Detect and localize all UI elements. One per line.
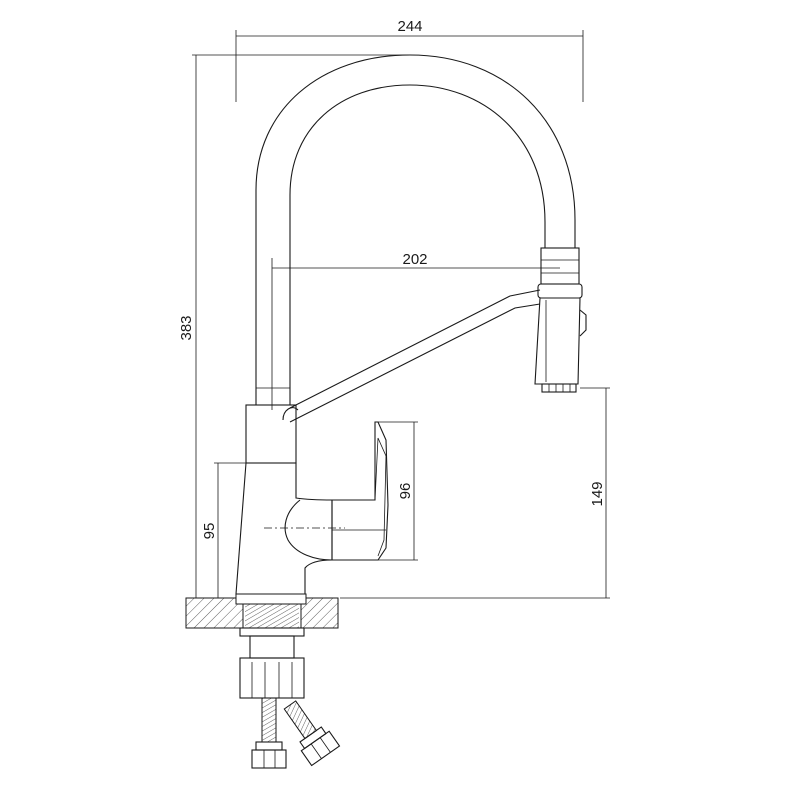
faucet-body (235, 404, 345, 595)
handle-body (331, 421, 389, 561)
spout-outer-curve (255, 54, 576, 405)
hose-right-nut (300, 730, 341, 767)
dimension-label-96: 96 (397, 483, 414, 500)
dimension-outlet-height: 149 (340, 387, 610, 599)
hose-left-nut (251, 749, 287, 769)
countertop (185, 593, 339, 629)
dimension-body-height: 95 (201, 462, 246, 598)
hose-right-group (283, 700, 341, 767)
threaded-shank (245, 604, 299, 628)
spray-head-ring (537, 283, 583, 299)
dimension-spout-reach: 202 (271, 251, 560, 410)
dimension-label-202: 202 (402, 251, 427, 268)
mounting-washer (239, 627, 305, 637)
dimension-label-149: 149 (589, 481, 606, 506)
dimension-handle-height: 96 (376, 421, 418, 561)
base-flange (235, 593, 307, 605)
dimension-label-244: 244 (397, 18, 422, 35)
mounting-nut (239, 627, 305, 699)
spray-head-collar (540, 247, 580, 285)
dimension-label-95: 95 (201, 523, 218, 540)
dimension-overall-width: 244 (235, 18, 584, 102)
dimension-label-383: 383 (178, 315, 195, 340)
body-upper-block (245, 404, 297, 464)
spray-nozzle (541, 383, 577, 393)
spray-head-body (534, 297, 581, 385)
nut-edge (319, 737, 331, 753)
dimension-overall-height: 383 (178, 54, 410, 598)
spout-inner-curve (289, 84, 546, 405)
hose-left-ferrule (255, 741, 283, 751)
hose-left (261, 697, 277, 743)
mounting-stud (249, 635, 295, 659)
arm-lower-edge (289, 303, 541, 423)
spout (255, 54, 576, 405)
supply-hoses (251, 697, 341, 769)
body-cartridge-curve (284, 499, 333, 561)
nut-edge (310, 743, 322, 759)
hose-right (283, 700, 318, 740)
lever-handle (331, 421, 389, 561)
mounting-nut-body (239, 657, 305, 699)
pull-out-arm (282, 289, 541, 423)
spray-head (534, 247, 587, 393)
arm-upper-edge (289, 289, 541, 409)
spray-button (579, 309, 587, 337)
handle-contour (374, 437, 387, 557)
body-lower-block (235, 462, 333, 595)
